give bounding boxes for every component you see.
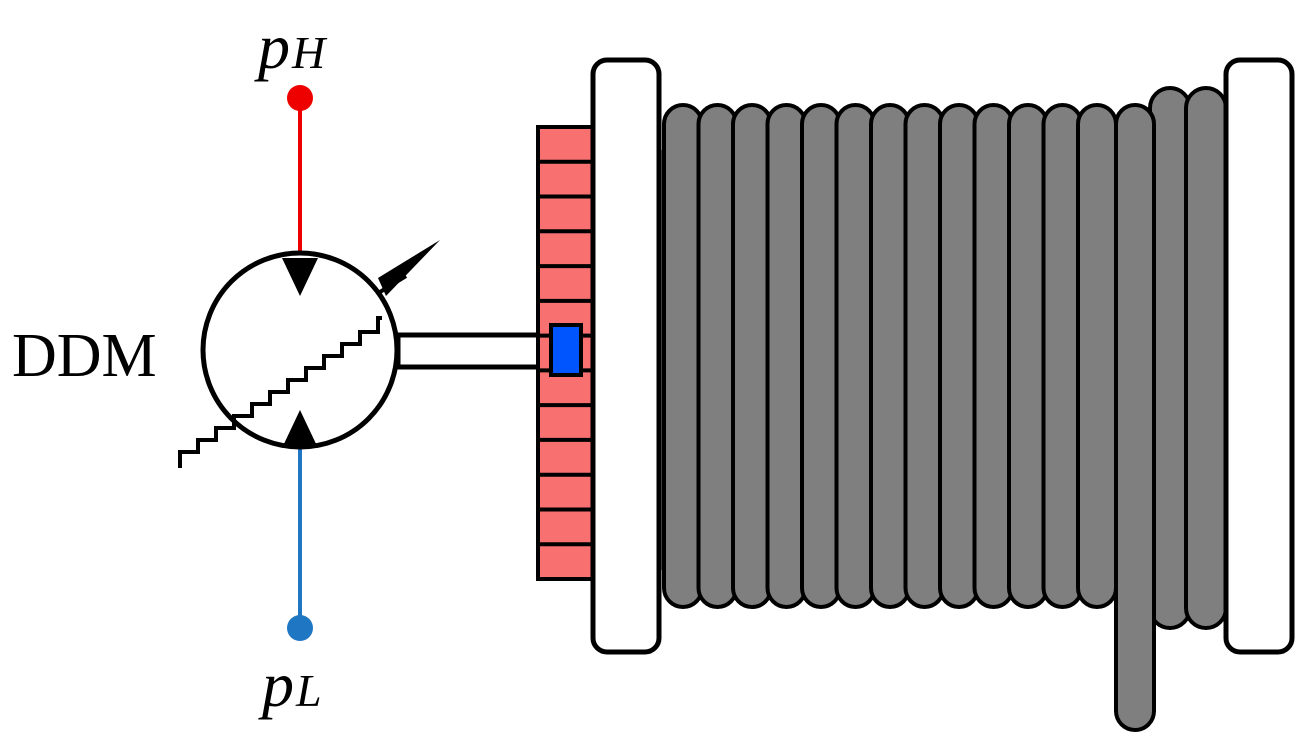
- variable-displacement-motor-icon: [178, 240, 440, 468]
- rope-turn: [834, 103, 877, 609]
- variable-arrow-head-icon: [378, 240, 440, 296]
- motor-label: DDM: [12, 322, 157, 390]
- rope-layer-lower: [662, 103, 1118, 609]
- rope-turn: [1007, 103, 1049, 609]
- drum-flange-right: [1223, 57, 1295, 655]
- rope-turn: [972, 103, 1015, 609]
- high-pressure-port-icon: [287, 85, 313, 111]
- coupling-key: [549, 323, 583, 377]
- rope-tail: [1114, 103, 1156, 732]
- drum-flange-left: [590, 57, 662, 655]
- drive-shaft: [395, 332, 561, 370]
- rope-turn: [869, 103, 911, 609]
- rope-turn: [938, 103, 980, 609]
- low-pressure-port-icon: [287, 615, 313, 641]
- winch-drum: [655, 86, 1235, 732]
- rope-turn: [1041, 103, 1084, 609]
- rope-turn-upper: [1184, 86, 1228, 630]
- rope-turn: [731, 103, 773, 609]
- rope-turn: [1076, 103, 1118, 609]
- variable-spring-icon: [178, 316, 382, 468]
- rope-turn: [662, 103, 704, 609]
- rope-layer-upper: [1148, 86, 1228, 630]
- high-pressure-label: pH: [254, 11, 328, 82]
- rope-turn: [765, 103, 808, 609]
- rope-turn: [800, 103, 842, 609]
- rope-turn: [696, 103, 739, 609]
- outlet-arrow-icon: [282, 410, 318, 448]
- rope-turn: [903, 103, 946, 609]
- low-pressure-label: pL: [258, 649, 322, 720]
- inlet-arrow-icon: [282, 258, 318, 296]
